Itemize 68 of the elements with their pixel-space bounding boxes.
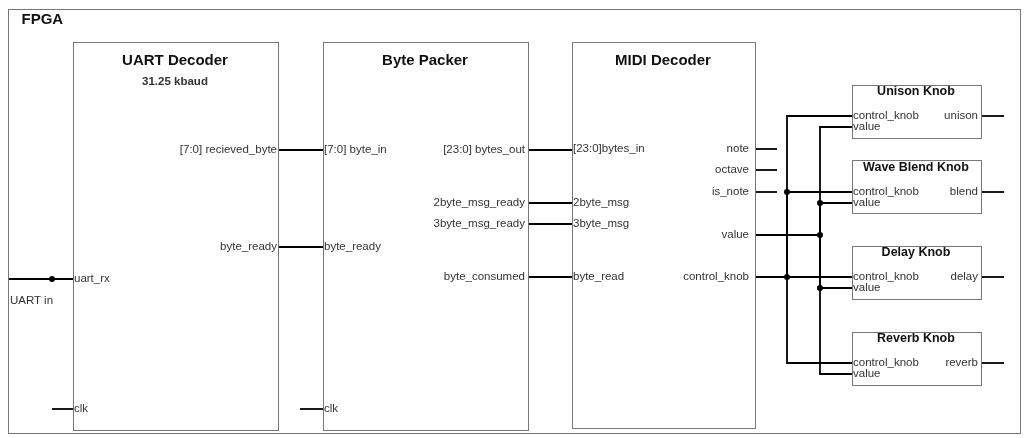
block-title: Delay Knob xyxy=(880,244,952,260)
port-label: unison xyxy=(944,108,978,122)
port-label: delay xyxy=(950,269,978,283)
port-label: [7:0] byte_in xyxy=(324,142,387,156)
edge-label: UART in xyxy=(10,293,54,307)
port-label: byte_ready xyxy=(324,239,381,253)
wire xyxy=(755,276,853,364)
port-label: [23:0] bytes_out xyxy=(443,142,525,156)
block-title: Byte Packer xyxy=(381,51,469,69)
wire xyxy=(528,149,573,151)
port-label: clk xyxy=(324,401,339,415)
wire xyxy=(278,149,324,151)
wire xyxy=(981,115,1005,117)
wire xyxy=(981,362,1005,364)
port-label: control_knob xyxy=(853,184,919,198)
baud-rate-label: 31.25 kbaud xyxy=(141,74,209,88)
port-label: clk xyxy=(74,401,89,415)
wire xyxy=(755,148,778,150)
wire xyxy=(51,408,74,410)
port-label: 3byte_msg xyxy=(573,216,630,230)
port-label: value xyxy=(853,120,881,133)
module-block xyxy=(72,41,279,431)
fpga-frame xyxy=(8,9,1021,434)
port-label: 2byte_msg_ready xyxy=(433,195,525,209)
port-label: blend xyxy=(949,184,978,198)
wire xyxy=(528,202,573,204)
knob-block xyxy=(851,84,982,139)
port-label: control_knob xyxy=(683,269,749,283)
block-title: UART Decoder xyxy=(121,51,229,69)
port-label: [23:0]bytes_in xyxy=(573,141,645,155)
port-label: byte_ready xyxy=(220,239,277,253)
port-label: value xyxy=(853,367,881,380)
port-label: note xyxy=(726,141,749,155)
wire xyxy=(981,191,1005,193)
port-label: value xyxy=(853,281,881,294)
wire xyxy=(755,234,853,375)
knob-block xyxy=(851,159,982,214)
port-label: control_knob xyxy=(853,269,919,283)
block-title: Reverb Knob xyxy=(876,330,956,346)
wire xyxy=(278,246,324,248)
port-label: 3byte_msg_ready xyxy=(433,216,525,230)
port-label: value xyxy=(853,196,881,209)
port-label: byte_read xyxy=(573,269,625,283)
block-title: MIDI Decoder xyxy=(614,51,712,69)
port-label: reverb xyxy=(945,355,978,369)
wire xyxy=(981,276,1005,278)
wire xyxy=(528,223,573,225)
block-title: Unison Knob xyxy=(876,83,956,99)
port-label: value xyxy=(721,227,749,241)
block-title: FPGA xyxy=(21,9,64,28)
port-label: uart_rx xyxy=(74,271,110,285)
wire xyxy=(528,276,573,278)
port-label: 2byte_msg xyxy=(573,195,630,209)
knob-block xyxy=(851,245,982,300)
wire xyxy=(755,169,778,171)
module-block xyxy=(571,41,756,429)
port-label: byte_consumed xyxy=(443,269,525,283)
port-label: control_knob xyxy=(853,108,919,122)
port-label: is_note xyxy=(711,184,749,198)
port-label: [7:0] recieved_byte xyxy=(179,142,277,156)
module-block xyxy=(322,41,529,431)
port-label: octave xyxy=(715,162,749,176)
wire xyxy=(299,408,324,410)
port-label: control_knob xyxy=(853,355,919,369)
wire xyxy=(755,191,778,193)
wire xyxy=(7,278,74,280)
block-title: Wave Blend Knob xyxy=(862,159,970,175)
knob-block xyxy=(851,331,982,386)
